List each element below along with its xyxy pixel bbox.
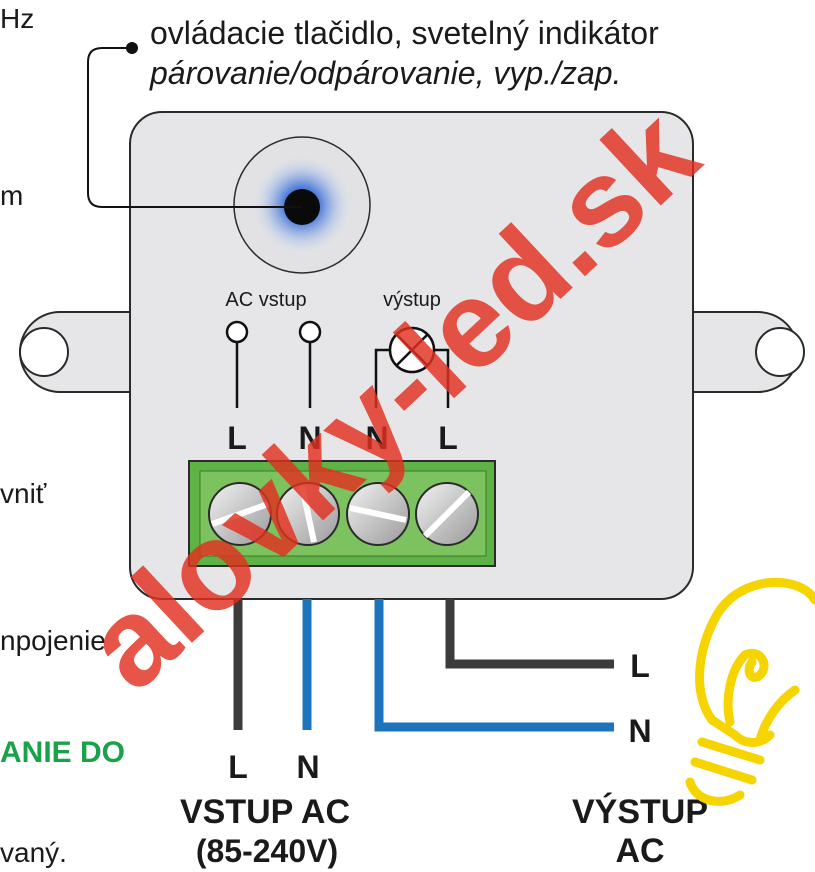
callout-dot [126,42,138,54]
input-block-voltage: (85-240V) [196,833,338,869]
output-block-ac: AC [615,832,664,870]
screw-2 [276,482,340,546]
output-wire-label-neutral: N [628,713,651,749]
control-button [233,136,371,274]
ac-input-symbol [225,320,322,408]
fragment-heading: ANIE DO [0,736,125,769]
output-wire-neutral [374,599,614,732]
terminal-label-1: L [227,420,247,456]
callout-line-2: párovanie/odpárovanie, vyp./zap. [149,55,621,91]
input-block-title: VSTUP AC [180,793,350,831]
input-wire-label-neutral: N [296,749,319,785]
output-wire-label-live: L [630,648,650,684]
fragment-text-2: m [0,180,23,211]
mounting-ear-right [689,311,805,393]
fragment-text-4: npojenie [0,625,106,656]
ac-input-label: AC vstup [225,289,306,311]
screw-4 [415,482,479,546]
lightbulb-icon [685,577,815,806]
mounting-ear-left [19,311,136,393]
screw-3 [346,482,410,546]
mounting-hole-right [755,327,805,377]
fragment-text-3: vniť [0,478,47,509]
screw-1 [208,482,272,546]
input-wire-label-live: L [228,749,248,785]
callout-line-1: ovládacie tlačidlo, svetelný indikátor [150,15,659,51]
fragment-text-6: vaný. [0,837,67,868]
lamp-symbol [374,326,450,408]
terminal-label-3: N [365,420,388,456]
callout-leader [87,47,302,208]
output-block-title: VÝSTUP [572,793,708,831]
terminal-label-4: L [438,420,458,456]
output-label: výstup [383,289,441,311]
terminal-label-2: N [298,420,321,456]
output-wire-live [445,599,614,669]
fragment-text-1: Hz [0,3,34,34]
mounting-hole-left [19,327,69,377]
